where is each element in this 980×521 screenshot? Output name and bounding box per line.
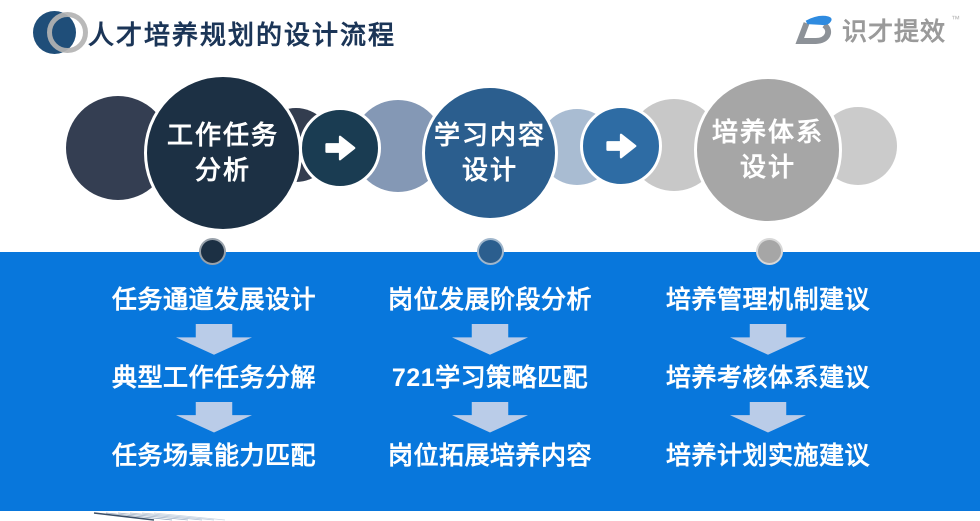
step-item: 任务通道发展设计 [111, 286, 316, 314]
stage-3-label: 培养体系 设计 [711, 116, 824, 182]
arrow-down-icon [730, 401, 806, 433]
step-item: 典型工作任务分解 [111, 363, 316, 392]
stage-arrow-circle-1 [299, 107, 381, 189]
arrow-down-icon [452, 323, 528, 355]
steps-column-1: 任务通道发展设计 典型工作任务分解 任务场景能力匹配 [64, 252, 364, 470]
stage-2-label: 学习内容 设计 [433, 119, 546, 185]
arrow-down-icon [176, 323, 252, 355]
brand-trademark: ™ [951, 14, 960, 24]
brand-logo: 识才提效 ™ [793, 12, 960, 48]
stage-1-main-circle: 工作任务 分析 [144, 74, 302, 232]
stage-arrow-circle-2 [580, 105, 662, 187]
bottom-panel [0, 252, 980, 511]
title-logo-ring-circle [47, 12, 88, 53]
step-item: 培养考核体系建议 [665, 363, 870, 392]
connector-dot-1 [199, 238, 226, 265]
brand-d-icon [795, 15, 832, 44]
step-item: 任务场景能力匹配 [111, 441, 316, 470]
brand-name: 识才提效 [841, 18, 946, 46]
steps-column-3: 培养管理机制建议 培养考核体系建议 培养计划实施建议 [618, 252, 918, 470]
arrow-down-icon [452, 401, 528, 433]
step-item: 岗位发展阶段分析 [387, 286, 592, 314]
step-item: 培养计划实施建议 [665, 441, 870, 470]
connector-dot-3 [756, 238, 783, 265]
steps-column-2: 岗位发展阶段分析 721学习策略匹配 岗位拓展培养内容 [340, 252, 640, 470]
step-item: 岗位拓展培养内容 [387, 441, 592, 470]
arrow-right-icon [606, 133, 637, 159]
step-item: 培养管理机制建议 [665, 286, 870, 314]
stage-3-main-circle: 培养体系 设计 [694, 76, 842, 224]
stage-2-main-circle: 学习内容 设计 [422, 85, 558, 221]
stage-1-label: 工作任务 分析 [166, 119, 279, 185]
connector-dot-2 [477, 238, 504, 265]
page-title: 人才培养规划的设计流程 [88, 20, 397, 50]
arrow-down-icon [176, 401, 252, 433]
footer-swoosh-decoration [93, 512, 226, 521]
arrow-down-icon [730, 323, 806, 355]
step-item: 721学习策略匹配 [391, 363, 589, 392]
arrow-right-icon [325, 135, 356, 161]
